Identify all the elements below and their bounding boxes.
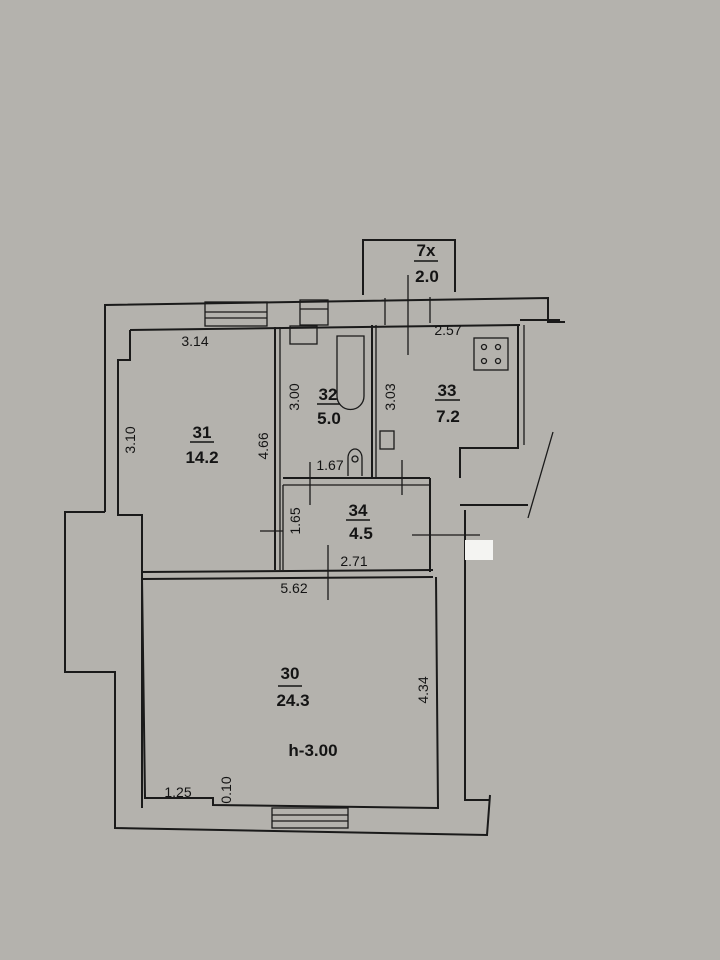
svg-text:3.10: 3.10 bbox=[122, 426, 138, 453]
svg-text:5.0: 5.0 bbox=[317, 409, 341, 428]
svg-text:1.65: 1.65 bbox=[287, 507, 303, 534]
walls bbox=[64, 239, 565, 837]
stove-icon bbox=[473, 337, 509, 371]
svg-text:4.66: 4.66 bbox=[255, 432, 271, 459]
svg-text:1.25: 1.25 bbox=[164, 784, 191, 800]
room-7x: 7x 2.0 bbox=[414, 241, 439, 286]
window-top-left bbox=[204, 301, 268, 327]
sink-icon bbox=[379, 430, 395, 450]
svg-text:7.2: 7.2 bbox=[436, 407, 460, 426]
svg-text:2.57: 2.57 bbox=[434, 322, 461, 338]
svg-text:33: 33 bbox=[438, 381, 457, 400]
svg-text:5.62: 5.62 bbox=[280, 580, 307, 596]
svg-text:7x: 7x bbox=[417, 241, 436, 260]
svg-text:4.5: 4.5 bbox=[349, 524, 373, 543]
svg-text:2.71: 2.71 bbox=[340, 553, 367, 569]
white-patch bbox=[465, 540, 493, 560]
room-30: 30 24.3 h-3.00 bbox=[276, 664, 337, 760]
svg-text:30: 30 bbox=[281, 664, 300, 683]
svg-text:1.67: 1.67 bbox=[316, 457, 343, 473]
room-34: 34 4.5 bbox=[346, 501, 373, 543]
bathtub-icon bbox=[336, 335, 365, 411]
room-32: 32 5.0 bbox=[317, 385, 341, 428]
svg-text:3.00: 3.00 bbox=[286, 383, 302, 410]
svg-text:34: 34 bbox=[349, 501, 368, 520]
window-bottom bbox=[271, 807, 349, 829]
svg-text:3.03: 3.03 bbox=[382, 383, 398, 410]
room-31: 31 14.2 bbox=[185, 423, 218, 467]
svg-text:14.2: 14.2 bbox=[185, 448, 218, 467]
svg-text:4.34: 4.34 bbox=[415, 676, 431, 703]
svg-text:0.10: 0.10 bbox=[218, 776, 234, 803]
room-33: 33 7.2 bbox=[435, 381, 460, 426]
svg-text:24.3: 24.3 bbox=[276, 691, 309, 710]
window-top-bath bbox=[299, 299, 329, 326]
dimension-labels: 3.14 3.10 4.66 3.00 3.03 2.57 1.67 1.65 … bbox=[122, 322, 462, 804]
svg-text:2.0: 2.0 bbox=[415, 267, 439, 286]
sink-icon bbox=[289, 325, 318, 345]
svg-text:3.14: 3.14 bbox=[181, 333, 208, 349]
ceiling-height: h-3.00 bbox=[288, 741, 337, 760]
svg-text:32: 32 bbox=[319, 385, 338, 404]
toilet-icon bbox=[347, 448, 363, 476]
svg-text:31: 31 bbox=[193, 423, 212, 442]
